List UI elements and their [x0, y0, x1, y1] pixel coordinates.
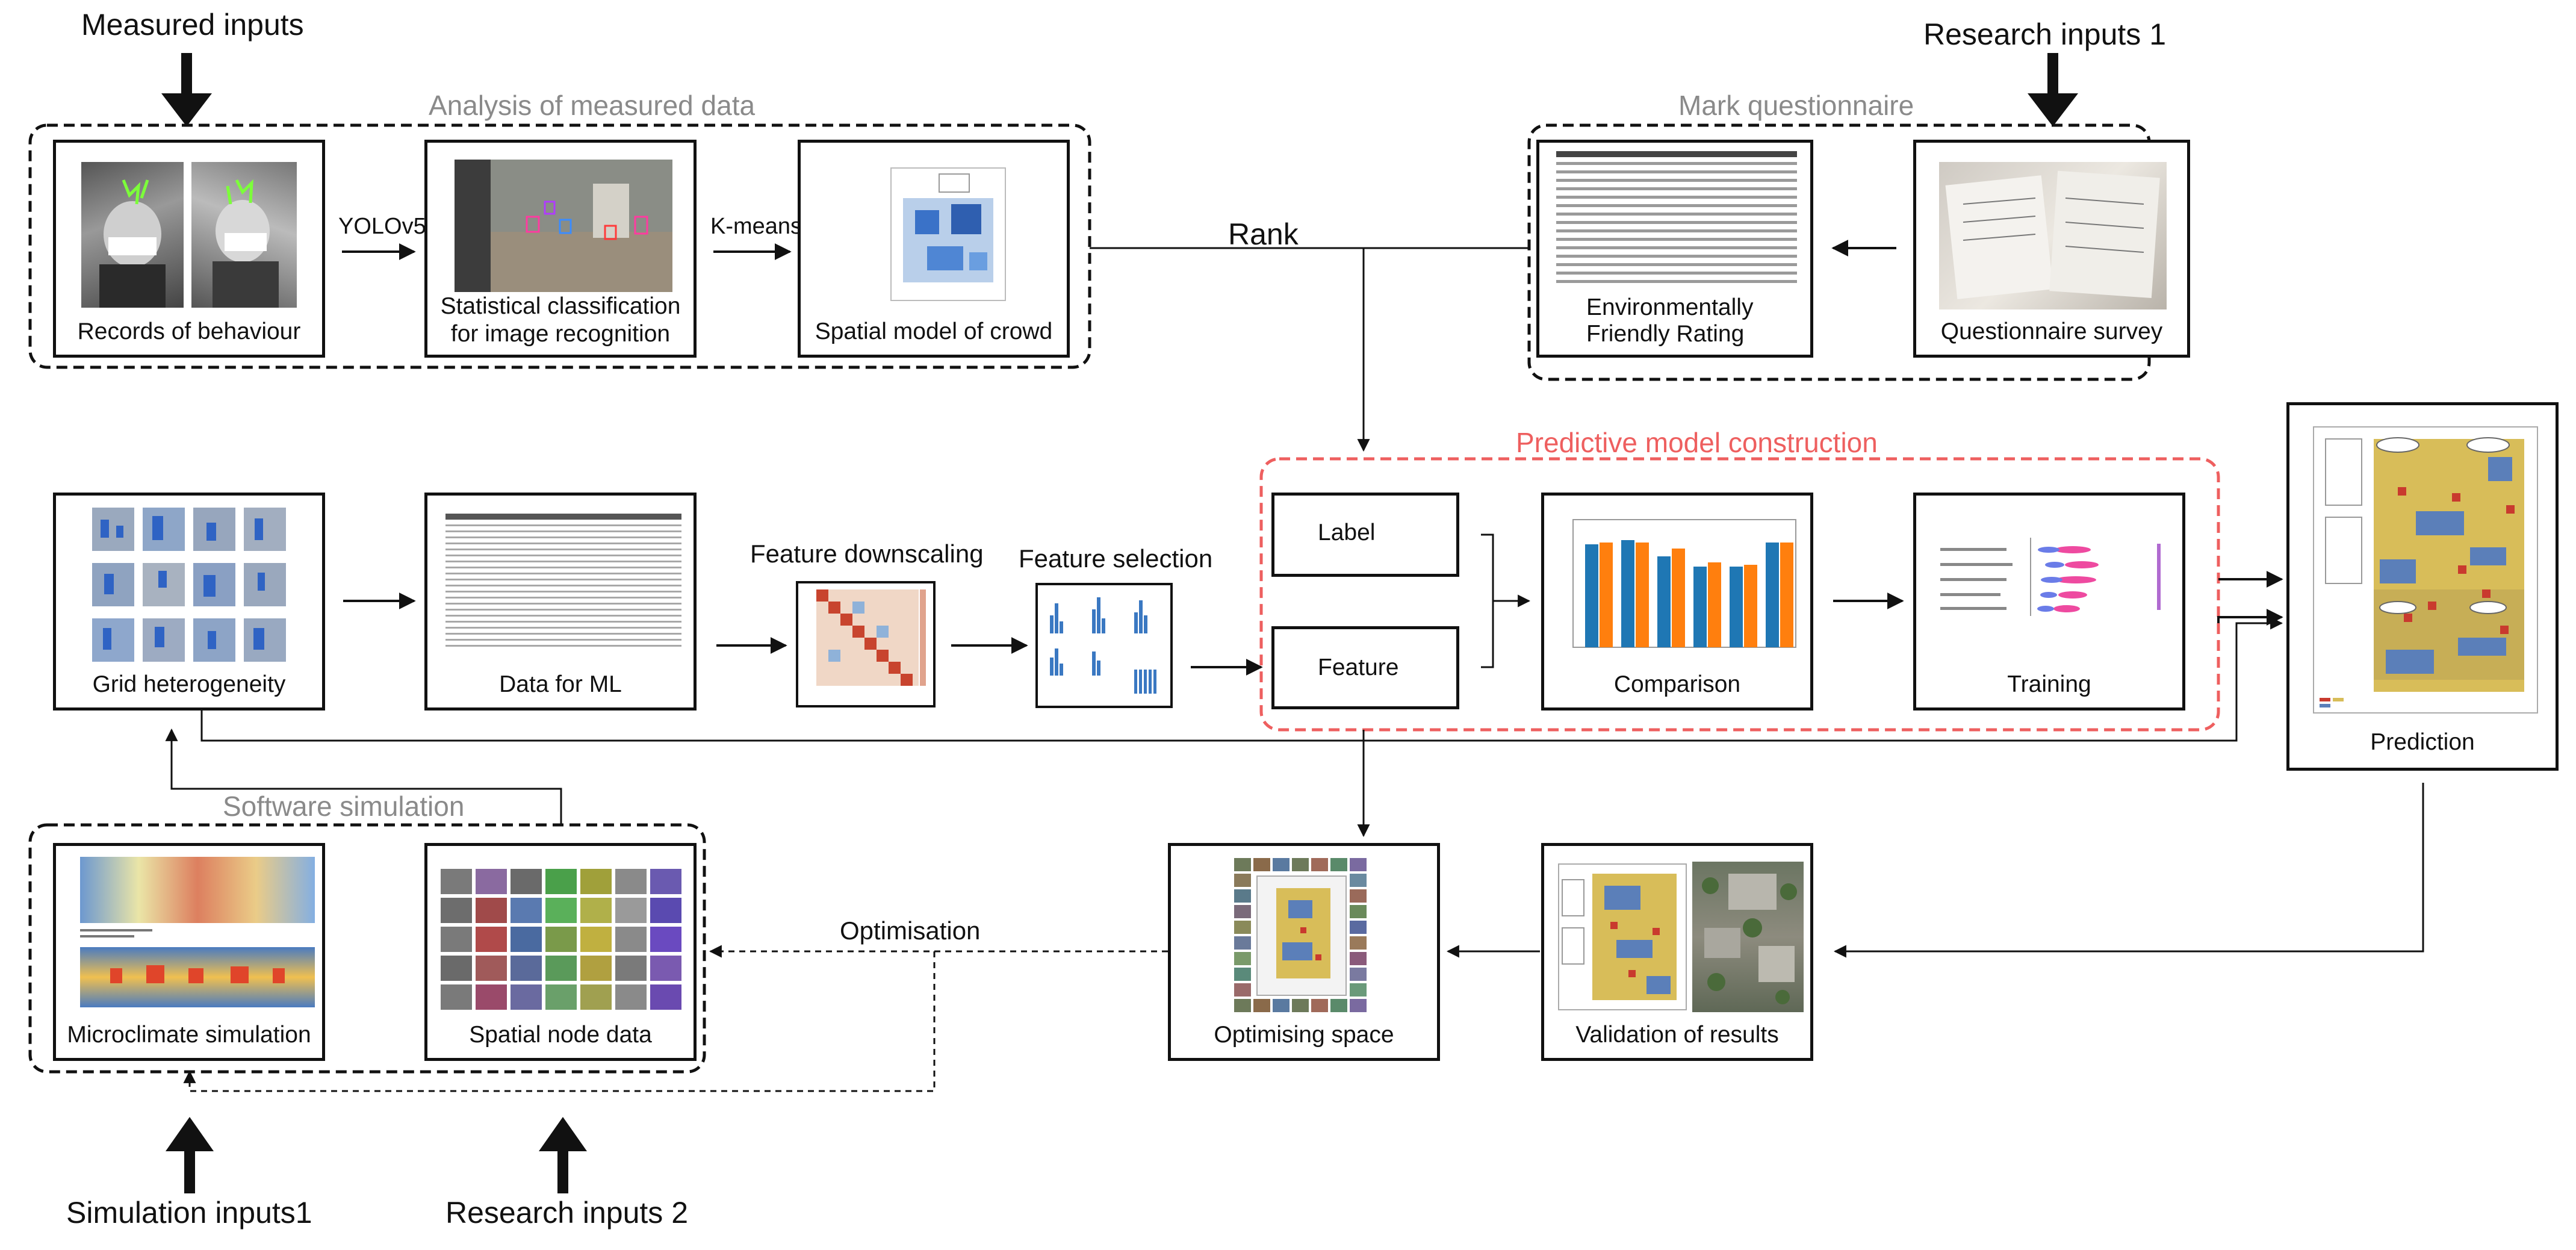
optimising-caption: Optimising space: [1214, 1022, 1394, 1048]
data-ml-box: Data for ML: [424, 493, 697, 711]
feature-selection-box: [1035, 583, 1173, 708]
arrow-prediction-to-validation: [1833, 783, 2424, 958]
feature-downscaling-box: [796, 581, 936, 707]
training-caption: Training: [2007, 671, 2091, 697]
line-optimisation-loop: [183, 951, 936, 1092]
research-inputs-1-label: Research inputs 1: [1923, 17, 2167, 51]
group-analysis-border: [28, 123, 1091, 369]
feature-caption: Feature: [1318, 655, 1399, 680]
line-software-to-grid: [165, 728, 562, 825]
records-caption: Records of behaviour: [77, 319, 301, 344]
rank-label: Rank: [1228, 217, 1299, 251]
yolo-label: YOLOv5: [338, 214, 426, 239]
statistical-screenshot: [455, 160, 672, 292]
label-caption: Label: [1318, 520, 1376, 546]
group-predictive-border: [1259, 457, 2220, 732]
group-software-title: Software simulation: [223, 791, 465, 822]
grid-caption: Grid heterogeneity: [92, 671, 286, 697]
correlation-heatmap: [804, 589, 928, 698]
research-inputs-2-label: Research inputs 2: [445, 1196, 689, 1230]
env-rating-box: Environmentally Friendly Rating: [1536, 140, 1813, 358]
research2-input-arrow: [539, 1117, 587, 1193]
records-box: Records of behaviour: [53, 140, 325, 358]
group-questionnaire-border: [1527, 123, 2151, 381]
records-photo-2: [191, 162, 297, 308]
spatial-node-grid: [441, 862, 683, 1012]
measured-inputs-label: Measured inputs: [81, 8, 304, 42]
microclimate-plots: [62, 851, 321, 1015]
measured-input-arrow: [161, 53, 212, 126]
label-box: Label: [1271, 493, 1459, 577]
records-photo-1: [81, 162, 184, 308]
feature-histograms: [1044, 591, 1164, 700]
data-ml-caption: Data for ML: [499, 671, 622, 697]
statistical-box: Statistical classification for image rec…: [424, 140, 697, 358]
statistical-caption-1: Statistical classification: [440, 293, 681, 319]
questionnaire-box: Questionnaire survey: [1913, 140, 2190, 358]
bracket-merge: [1481, 533, 1494, 668]
group-software-border: [28, 823, 706, 1074]
env-rating-table: [1550, 149, 1803, 293]
group-analysis-title: Analysis of measured data: [429, 90, 756, 121]
spatial-node-box: Spatial node data: [424, 843, 697, 1061]
optimising-box: Optimising space: [1168, 843, 1440, 1061]
data-ml-table: [445, 514, 681, 658]
grid-box: Grid heterogeneity: [53, 493, 325, 711]
kmeans-label: K-means: [710, 214, 802, 239]
spatial-crowd-map: [879, 162, 1016, 305]
spatial-crowd-box: Spatial model of crowd: [798, 140, 1070, 358]
microclimate-caption: Microclimate simulation: [67, 1022, 311, 1048]
group-questionnaire-title: Mark questionnaire: [1678, 90, 1914, 121]
comparison-caption: Comparison: [1613, 671, 1741, 697]
prediction-caption: Prediction: [2370, 729, 2475, 755]
simulation1-input-arrow: [166, 1117, 214, 1193]
comparison-chart: [1555, 505, 1802, 663]
optimisation-label: Optimisation: [840, 916, 981, 945]
questionnaire-photo: [1939, 162, 2167, 309]
prediction-map: [2308, 421, 2543, 719]
feature-box: Feature: [1271, 626, 1459, 709]
statistical-caption-2: for image recognition: [450, 321, 671, 347]
comparison-box: Comparison: [1541, 493, 1813, 711]
prediction-box: Prediction: [2286, 402, 2559, 771]
simulation-inputs-label: Simulation inputs1: [66, 1196, 312, 1230]
feature-downscaling-label: Feature downscaling: [750, 539, 984, 568]
env-rating-caption-2: Friendly Rating: [1586, 321, 1745, 347]
validation-aerial: [1692, 862, 1804, 1012]
optimising-thumbnails: [1234, 858, 1379, 1015]
training-box: Training: [1913, 493, 2185, 711]
env-rating-caption-1: Environmentally: [1586, 294, 1754, 320]
microclimate-box: Microclimate simulation: [53, 843, 325, 1061]
questionnaire-caption: Questionnaire survey: [1940, 319, 2163, 344]
research1-input-arrow: [2028, 53, 2078, 126]
spatial-node-caption: Spatial node data: [469, 1022, 652, 1048]
shap-plot: [1928, 532, 2175, 628]
spatial-crowd-caption: Spatial model of crowd: [815, 319, 1053, 344]
group-predictive-title: Predictive model construction: [1516, 427, 1878, 458]
feature-selection-label: Feature selection: [1019, 544, 1213, 573]
grid-maps: [92, 508, 291, 665]
validation-box: Validation of results: [1541, 843, 1813, 1061]
arrow-predictive-to-prediction-2: [2217, 609, 2283, 626]
validation-map: [1556, 862, 1689, 1012]
validation-caption: Validation of results: [1575, 1022, 1779, 1048]
line-grid-to-prediction: [200, 617, 2283, 742]
